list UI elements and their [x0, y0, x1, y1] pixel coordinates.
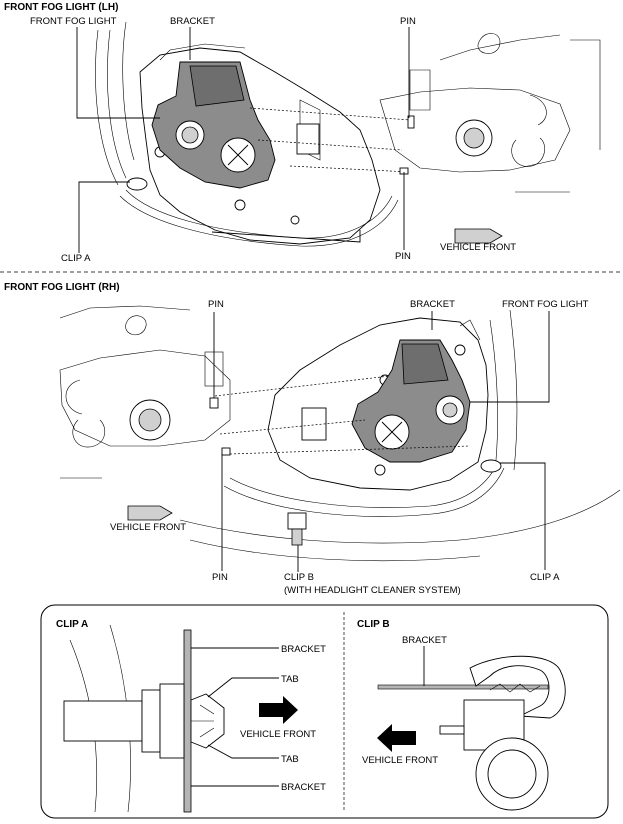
- rh-label-pin-top: PIN: [208, 299, 224, 310]
- clip-a-detail: CLIP A BRACKET TAB VEHICLE FRONT TAB: [56, 619, 326, 813]
- lh-label-pin-top: PIN: [400, 16, 416, 27]
- lh-section: FRONT FOG LIGHT (LH): [4, 2, 601, 264]
- rh-label-clip-a: CLIP A: [530, 572, 560, 583]
- rh-label-clip-b: CLIP B: [284, 572, 314, 583]
- lh-section-title: FRONT FOG LIGHT (LH): [4, 2, 118, 13]
- rh-label-clip-b-note: (WITH HEADLIGHT CLEANER SYSTEM): [284, 585, 461, 596]
- lh-label-fog-light: FRONT FOG LIGHT: [30, 16, 117, 27]
- clip-b-detail: CLIP B BRACKET VEHICLE FRONT: [357, 619, 566, 811]
- clip-b-body: [469, 655, 566, 719]
- lh-vehicle-front-arrow: [454, 228, 503, 244]
- rh-label-vehicle-front: VEHICLE FRONT: [110, 522, 186, 533]
- lh-label-pin-bottom: PIN: [395, 251, 411, 262]
- lh-label-vehicle-front: VEHICLE FRONT: [440, 242, 516, 253]
- lh-clip-a: [126, 177, 148, 191]
- rh-pin-top: [209, 397, 219, 409]
- lh-label-bracket: BRACKET: [170, 16, 215, 27]
- clip-b-vehicle-front-arrow: [377, 724, 416, 752]
- clip-a-label-tab-top: TAB: [281, 674, 299, 685]
- rh-clip-b: [287, 512, 307, 530]
- detail-box: CLIP A BRACKET TAB VEHICLE FRONT TAB: [40, 604, 609, 819]
- rh-section-title: FRONT FOG LIGHT (RH): [4, 282, 120, 293]
- clip-a-label-tab-bottom: TAB: [281, 754, 299, 765]
- rh-label-fog-light: FRONT FOG LIGHT: [502, 299, 589, 310]
- clip-a-vehicle-front-arrow: [259, 696, 298, 724]
- rh-section: FRONT FOG LIGHT (RH): [4, 282, 621, 596]
- rh-clip-a: [480, 459, 502, 473]
- lh-pin-top: [407, 115, 415, 129]
- clip-a-label-bracket-top: BRACKET: [281, 644, 326, 655]
- clip-b-bracket-rod: [377, 684, 549, 690]
- clip-b-detail-title: CLIP B: [357, 619, 390, 630]
- rh-label-bracket: BRACKET: [410, 299, 455, 310]
- rh-vehicle-front-arrow: [127, 505, 173, 521]
- rh-pin-bottom: [221, 447, 231, 456]
- clip-a-detail-title: CLIP A: [56, 619, 88, 630]
- clip-a-label-bracket-bottom: BRACKET: [281, 782, 326, 793]
- rh-label-pin-bottom: PIN: [212, 572, 228, 583]
- clip-a-body: [63, 700, 143, 742]
- lh-label-clip-a: CLIP A: [61, 253, 91, 264]
- clip-a-label-vehicle-front: VEHICLE FRONT: [240, 729, 316, 740]
- clip-a-bracket-plate: [183, 629, 192, 813]
- clip-b-label-vehicle-front: VEHICLE FRONT: [362, 755, 438, 766]
- clip-b-label-bracket: BRACKET: [402, 635, 447, 646]
